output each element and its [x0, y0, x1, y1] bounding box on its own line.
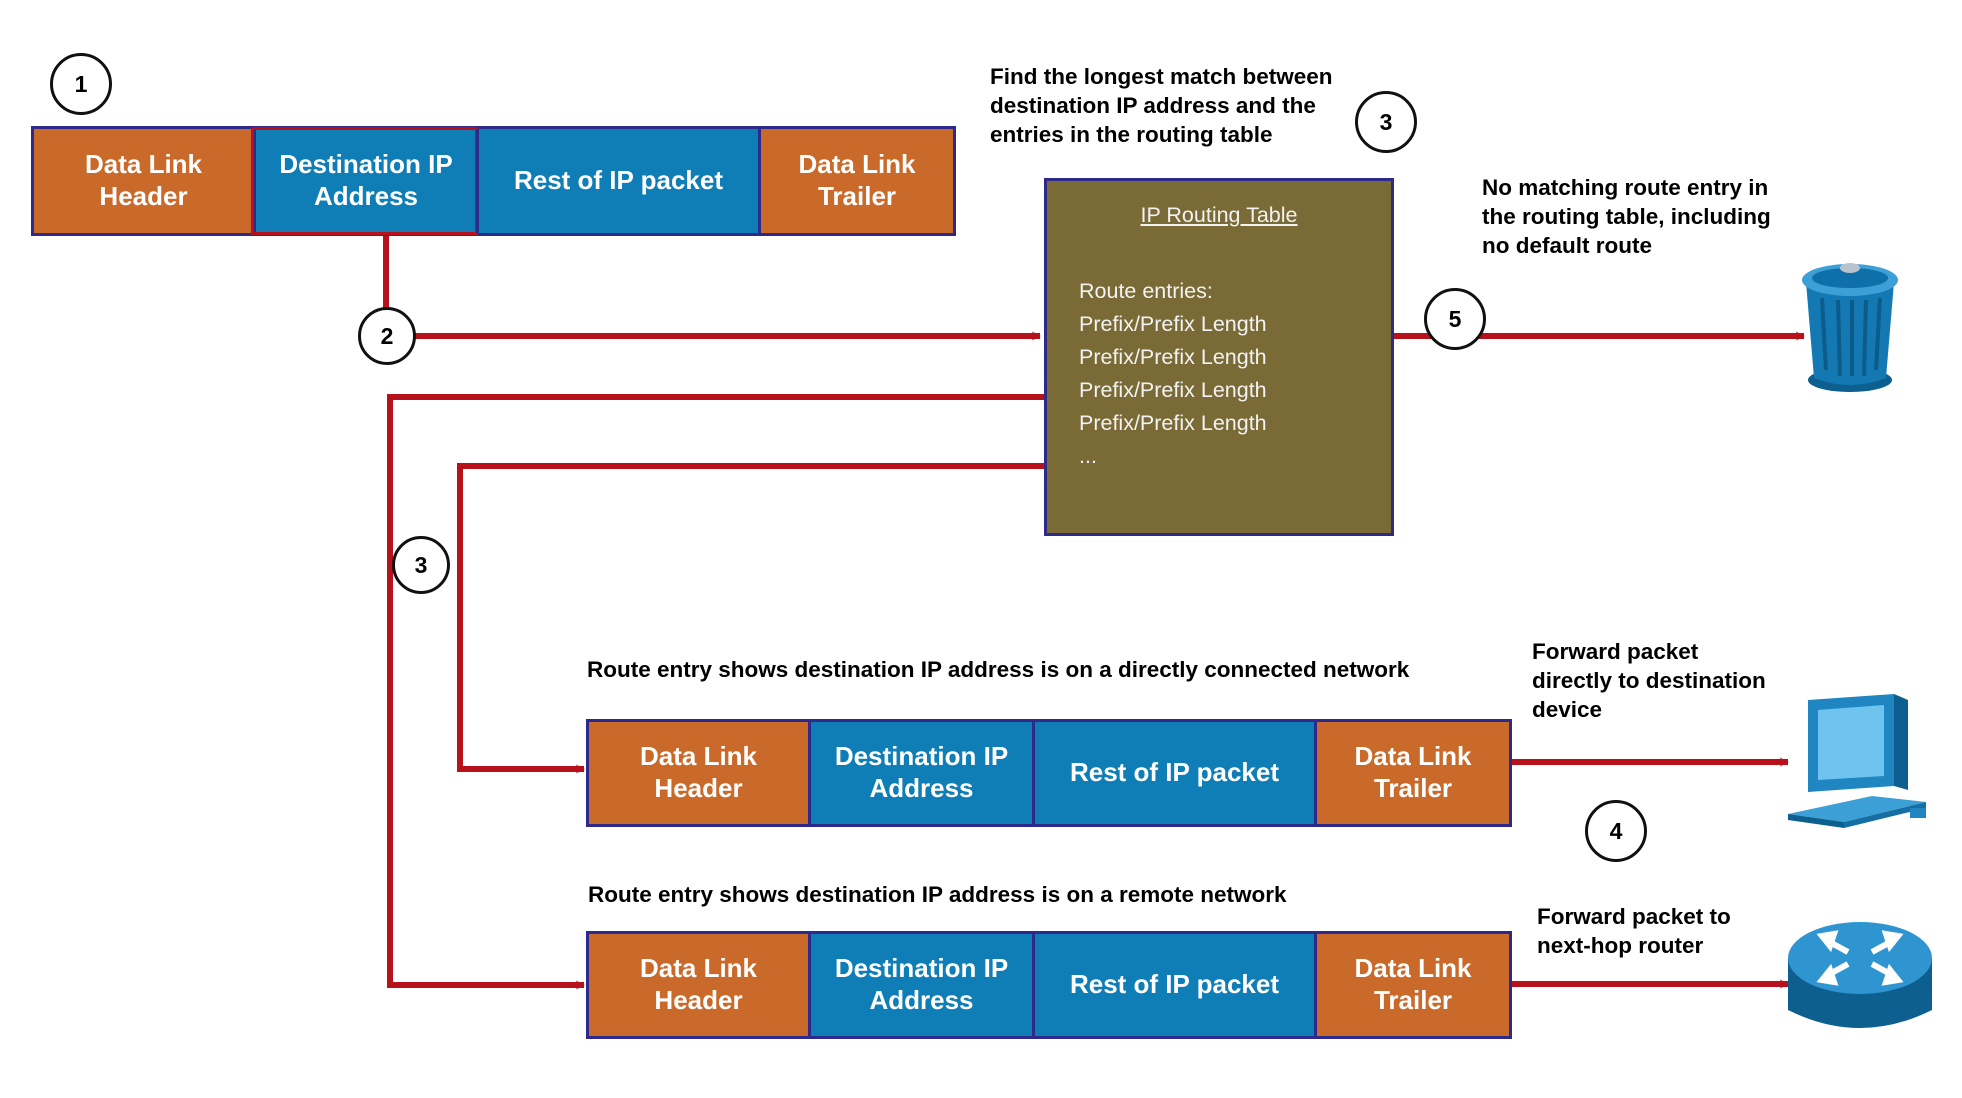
data-link-header: Data Link Header [589, 934, 808, 1036]
data-link-trailer: Data Link Trailer [1314, 722, 1509, 824]
destination-ip-address: Destination IP Address [808, 934, 1032, 1036]
step-2-marker: 2 [358, 307, 416, 365]
rest-of-ip-packet: Rest of IP packet [476, 129, 758, 233]
destination-ip-address: Destination IP Address [251, 127, 478, 235]
data-link-trailer: Data Link Trailer [758, 129, 953, 233]
received-packet: Data Link Header Destination IP Address … [31, 126, 956, 236]
longest-match-label: Find the longest match between destinati… [990, 64, 1333, 147]
route-entry: Prefix/Prefix Length [1079, 312, 1267, 336]
trash-can-icon [1802, 263, 1898, 392]
direct-route-arrow [457, 463, 1044, 774]
step-5-marker: 5 [1424, 288, 1486, 350]
ip-routing-table: IP Routing Table Route entries: Prefix/P… [1044, 178, 1394, 536]
route-entry: Prefix/Prefix Length [1079, 378, 1267, 402]
route-entry-ellipsis: ... [1079, 444, 1097, 468]
step-4-marker: 4 [1585, 800, 1647, 862]
routing-table-title: IP Routing Table [1140, 203, 1298, 227]
computer-icon [1788, 694, 1926, 828]
lookup-arrow [383, 236, 1041, 341]
no-match-label: No matching route entry in the routing t… [1482, 175, 1771, 258]
step-3-marker: 3 [392, 536, 450, 594]
rest-of-ip-packet: Rest of IP packet [1032, 722, 1314, 824]
step-1-marker: 1 [50, 53, 112, 115]
step-3-marker: 3 [1355, 91, 1417, 153]
forward-direct-label: Forward packet directly to destination d… [1532, 639, 1766, 722]
route-entries: Route entries: Prefix/Prefix Length Pref… [1079, 275, 1267, 473]
remote-route-arrow [387, 394, 1044, 990]
route-entry: Prefix/Prefix Length [1079, 411, 1267, 435]
route-entries-heading: Route entries: [1079, 279, 1213, 303]
forward-remote-label: Forward packet to next-hop router [1537, 904, 1731, 958]
destination-ip-address: Destination IP Address [808, 722, 1032, 824]
direct-network-packet: Data Link Header Destination IP Address … [586, 719, 1512, 827]
router-icon [1788, 922, 1932, 1028]
direct-network-label: Route entry shows destination IP address… [587, 657, 1410, 682]
route-entry: Prefix/Prefix Length [1079, 345, 1267, 369]
data-link-header: Data Link Header [34, 129, 253, 233]
rest-of-ip-packet: Rest of IP packet [1032, 934, 1314, 1036]
data-link-trailer: Data Link Trailer [1314, 934, 1509, 1036]
remote-network-packet: Data Link Header Destination IP Address … [586, 931, 1512, 1039]
remote-network-label: Route entry shows destination IP address… [588, 882, 1287, 907]
data-link-header: Data Link Header [589, 722, 808, 824]
